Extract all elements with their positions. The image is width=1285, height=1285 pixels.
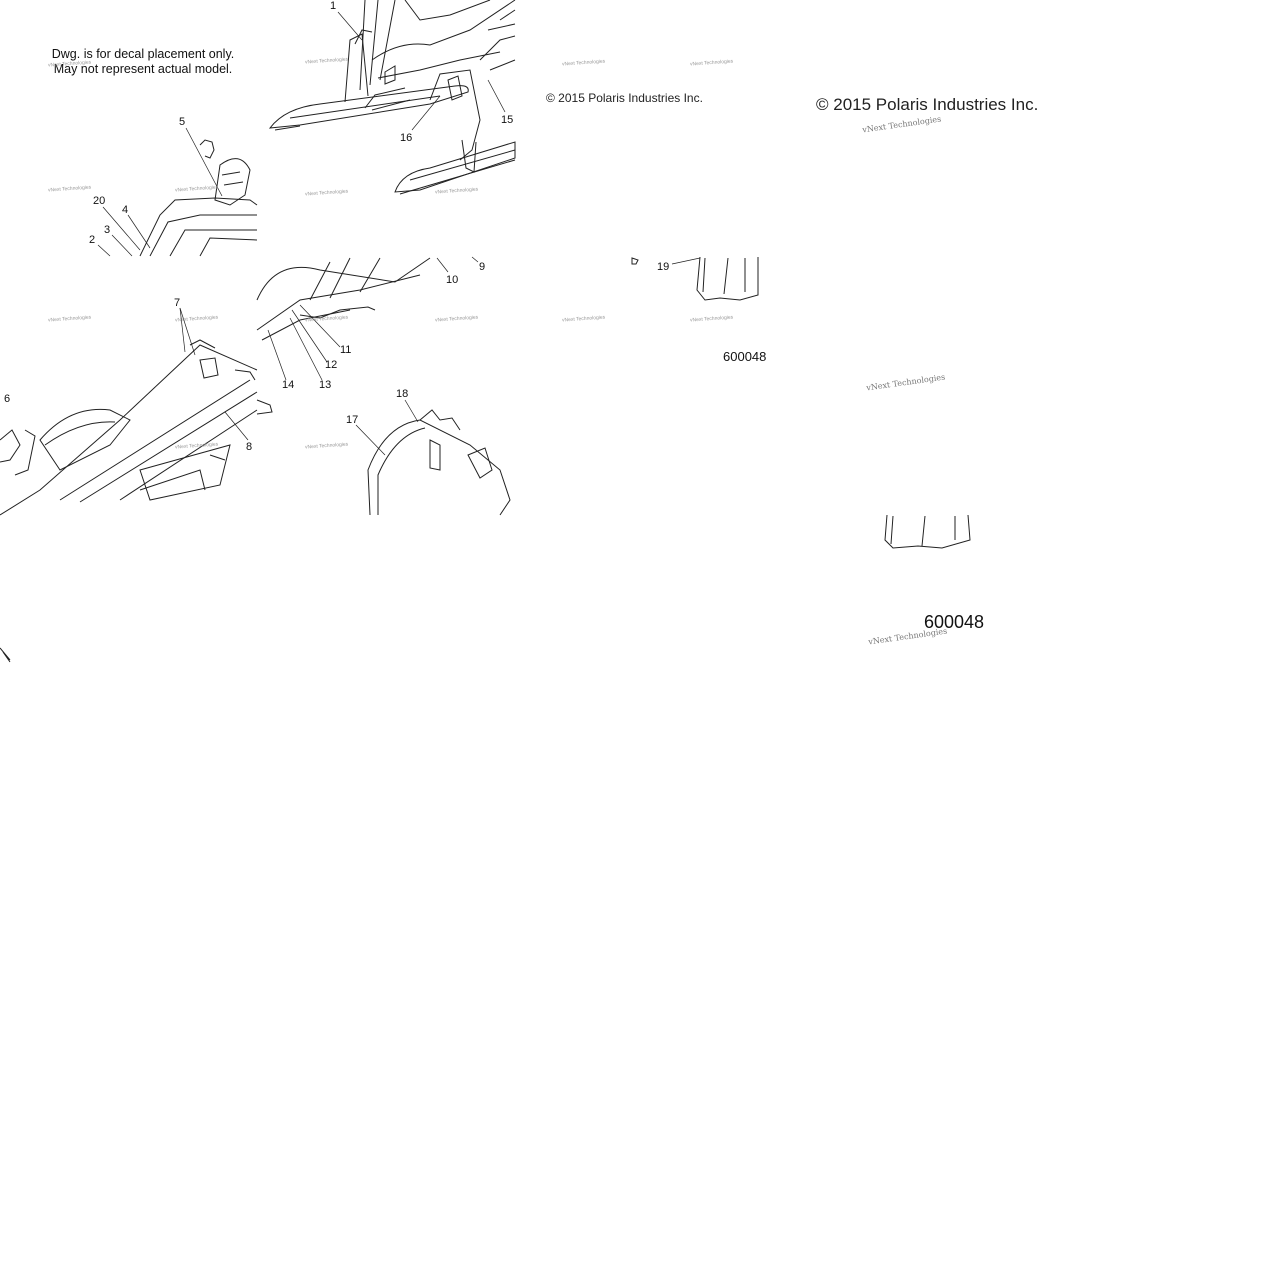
callout-6: 6 <box>4 393 11 405</box>
copyright-large: © 2015 Polaris Industries Inc. <box>816 95 1039 114</box>
panel-detail-large <box>884 514 971 549</box>
callout-5: 5 <box>179 116 186 128</box>
callout-17: 17 <box>346 414 359 426</box>
callout-18: 18 <box>396 388 409 400</box>
callout-10: 10 <box>446 274 459 286</box>
callout-16: 16 <box>400 132 413 144</box>
copyright-small: © 2015 Polaris Industries Inc. <box>546 91 703 105</box>
seat-tunnel-drawing <box>0 339 273 663</box>
callout-19: 19 <box>657 261 670 273</box>
callout-1: 1 <box>330 0 337 12</box>
drawing-number-small: 600048 <box>723 349 767 364</box>
callout-14: 14 <box>282 379 295 391</box>
callout-12: 12 <box>325 359 338 371</box>
leader-lines <box>97 11 701 456</box>
callout-2: 2 <box>89 234 96 246</box>
side-panel-drawing <box>256 257 511 516</box>
drawing-number-large: 600048 <box>924 612 985 632</box>
decal-note-line-1: Dwg. is for decal placement only. <box>51 47 235 61</box>
callout-15: 15 <box>501 114 514 126</box>
decal-note: Dwg. is for decal placement only. May no… <box>48 47 238 77</box>
callout-4: 4 <box>122 204 129 216</box>
callout-7: 7 <box>174 297 181 309</box>
decal-note-line-2: May not represent actual model. <box>53 62 233 76</box>
callout-13: 13 <box>319 379 332 391</box>
ski-front-drawing <box>268 0 516 195</box>
callout-9: 9 <box>479 261 486 273</box>
panel-detail-small <box>631 256 759 301</box>
callout-8: 8 <box>246 441 253 453</box>
callout-3: 3 <box>104 224 111 236</box>
handlebar-drawing <box>139 139 258 257</box>
callout-11: 11 <box>340 344 352 356</box>
callout-20: 20 <box>93 195 106 207</box>
